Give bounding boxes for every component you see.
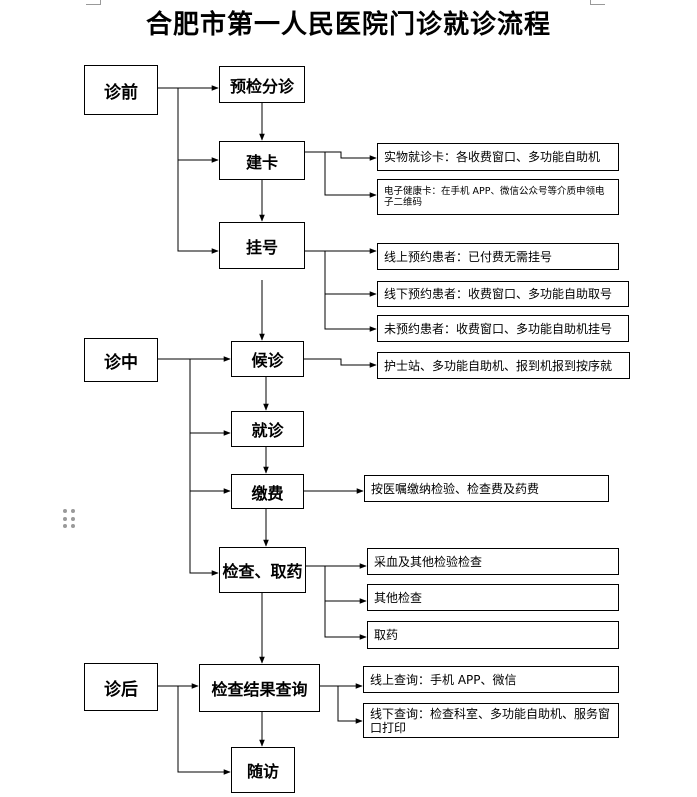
note-results-online: 线上查询：手机 APP、微信	[363, 666, 619, 693]
stage-after: 诊后	[84, 663, 158, 711]
step-consult: 就诊	[231, 411, 304, 447]
note-waiting: 护士站、多功能自助机、报到机报到按序就	[377, 352, 630, 379]
page-title: 合肥市第一人民医院门诊就诊流程	[145, 10, 551, 40]
step-exam-medicine: 检查、取药	[219, 547, 306, 593]
stage-during: 诊中	[84, 338, 158, 382]
page-corner-mark-right	[590, 0, 605, 5]
step-waiting: 候诊	[231, 341, 304, 377]
note-register-offline: 线下预约患者：收费窗口、多功能自助取号	[377, 281, 629, 307]
note-register-none: 未预约患者：收费窗口、多功能自助机挂号	[377, 315, 629, 342]
step-card: 建卡	[219, 141, 305, 180]
note-exam-blood: 采血及其他检验检查	[367, 548, 619, 575]
step-precheck: 预检分诊	[219, 66, 305, 103]
note-payment: 按医嘱缴纳检验、检查费及药费	[364, 475, 609, 502]
step-followup: 随访	[231, 747, 295, 793]
note-register-online: 线上预约患者：已付费无需挂号	[377, 243, 619, 270]
page-corner-mark-left	[86, 0, 101, 5]
note-card-physical: 实物就诊卡：各收费窗口、多功能自助机	[377, 143, 619, 171]
step-payment: 缴费	[231, 474, 304, 509]
note-results-offline: 线下查询：检查科室、多功能自助机、服务窗口打印	[363, 703, 619, 738]
drag-handle-icon[interactable]	[63, 509, 75, 529]
note-exam-other: 其他检查	[367, 584, 619, 611]
note-exam-medicine: 取药	[367, 621, 619, 649]
stage-before: 诊前	[84, 65, 158, 115]
note-card-electronic: 电子健康卡：在手机 APP、微信公众号等介质申领电子二维码	[377, 179, 619, 215]
step-results-query: 检查结果查询	[199, 664, 320, 712]
step-register: 挂号	[219, 222, 305, 269]
